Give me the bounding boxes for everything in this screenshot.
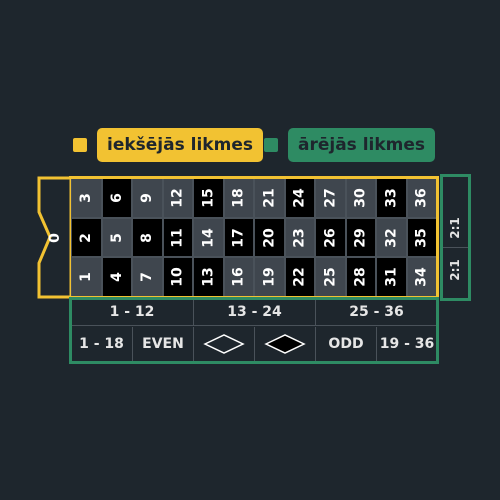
number-label: 18: [230, 188, 247, 208]
dozen-bet-cell[interactable]: 1 - 12: [71, 298, 193, 326]
number-cell[interactable]: 35: [406, 217, 437, 258]
number-label: 30: [352, 188, 369, 208]
number-label: 33: [383, 188, 400, 208]
number-cell[interactable]: 33: [376, 178, 407, 218]
number-cell[interactable]: 7: [132, 257, 163, 298]
number-cell[interactable]: 10: [162, 257, 193, 298]
number-cell[interactable]: 34: [406, 257, 437, 298]
diamond-outline-icon: [203, 334, 245, 354]
number-cell[interactable]: 12: [162, 178, 193, 218]
number-label: 10: [169, 267, 186, 287]
black-bet-cell[interactable]: [254, 327, 315, 361]
zero-cell[interactable]: 0: [39, 178, 71, 297]
number-cell[interactable]: 21: [254, 178, 285, 218]
number-cell[interactable]: 32: [376, 217, 407, 258]
number-cell[interactable]: 1: [71, 257, 102, 298]
number-cell[interactable]: 27: [315, 178, 346, 218]
number-cell[interactable]: 5: [101, 217, 132, 258]
number-label: 12: [169, 188, 186, 208]
number-label: 34: [413, 267, 430, 287]
number-cell[interactable]: 28: [345, 257, 376, 298]
number-label: 31: [383, 267, 400, 287]
number-cell[interactable]: 20: [254, 217, 285, 258]
number-label: 36: [413, 188, 430, 208]
number-cell[interactable]: 18: [223, 178, 254, 218]
number-cell[interactable]: 15: [193, 178, 224, 218]
number-label: 22: [291, 267, 308, 287]
zero-number: 0: [47, 232, 63, 243]
number-label: 1: [78, 272, 95, 283]
number-label: 9: [139, 192, 156, 203]
number-cell[interactable]: 17: [223, 217, 254, 258]
number-cell[interactable]: 14: [193, 217, 224, 258]
dozen-bet-cell[interactable]: 13 - 24: [193, 298, 315, 326]
number-cell[interactable]: 13: [193, 257, 224, 298]
number-cell[interactable]: 11: [162, 217, 193, 258]
number-cell[interactable]: 24: [284, 178, 315, 218]
legend-outer-bets: ārējās likmes: [264, 128, 436, 162]
column-bet-label: 2:1: [448, 216, 462, 239]
column-bet-cell[interactable]: 2:1: [441, 208, 469, 248]
number-label: 35: [413, 227, 430, 248]
number-label: 2: [78, 232, 95, 243]
number-label: 15: [200, 188, 217, 208]
number-label: 19: [261, 267, 278, 287]
number-cell[interactable]: 16: [223, 257, 254, 298]
number-cell[interactable]: 26: [315, 217, 346, 258]
number-label: 11: [169, 227, 186, 248]
number-cell[interactable]: 19: [254, 257, 285, 298]
column-bet-label: 2:1: [448, 259, 462, 281]
number-label: 17: [230, 227, 247, 248]
number-label: 6: [108, 192, 125, 203]
number-label: 28: [352, 267, 369, 287]
number-label: 14: [200, 227, 217, 248]
outer-bets-label: ārējās likmes: [288, 128, 436, 162]
number-cell[interactable]: 2: [71, 217, 102, 258]
even-money-bet-cell[interactable]: 19 - 36: [376, 327, 437, 361]
even-money-bet-cell[interactable]: EVEN: [132, 327, 193, 361]
outer-bets-swatch: [264, 138, 278, 152]
number-cell[interactable]: 22: [284, 257, 315, 298]
number-cell[interactable]: 25: [315, 257, 346, 298]
number-cell[interactable]: 8: [132, 217, 163, 258]
number-label: 20: [261, 227, 278, 248]
number-cell[interactable]: 29: [345, 217, 376, 258]
number-cell[interactable]: 9: [132, 178, 163, 218]
number-label: 26: [322, 227, 339, 248]
number-cell[interactable]: 31: [376, 257, 407, 298]
inner-bets-swatch: [73, 138, 87, 152]
number-label: 5: [108, 232, 125, 243]
number-cell[interactable]: 3: [71, 178, 102, 218]
inner-bets-label: iekšējās likmes: [97, 128, 263, 162]
number-label: 25: [322, 267, 339, 287]
dozen-bet-cell[interactable]: 25 - 36: [315, 298, 437, 326]
number-label: 4: [108, 272, 125, 283]
diamond-black-icon: [264, 334, 306, 354]
number-label: 23: [291, 227, 308, 248]
number-label: 3: [78, 192, 95, 203]
even-money-bet-cell[interactable]: ODD: [315, 327, 376, 361]
number-label: 29: [352, 227, 369, 248]
legend-inner-bets: iekšējās likmes: [73, 128, 263, 162]
red-bet-cell[interactable]: [193, 327, 254, 361]
number-cell[interactable]: 6: [101, 178, 132, 218]
number-label: 27: [322, 188, 339, 208]
number-cell[interactable]: 36: [406, 178, 437, 218]
number-cell[interactable]: 4: [101, 257, 132, 298]
number-label: 24: [291, 188, 308, 208]
number-label: 8: [139, 232, 156, 243]
number-label: 13: [200, 267, 217, 287]
number-label: 21: [261, 188, 278, 208]
number-label: 32: [383, 227, 400, 248]
number-cell[interactable]: 23: [284, 217, 315, 258]
number-label: 16: [230, 267, 247, 287]
number-cell[interactable]: 30: [345, 178, 376, 218]
number-label: 7: [139, 272, 156, 283]
even-money-bet-cell[interactable]: 1 - 18: [79, 336, 124, 352]
column-bet-cell[interactable]: 2:1: [441, 250, 469, 290]
